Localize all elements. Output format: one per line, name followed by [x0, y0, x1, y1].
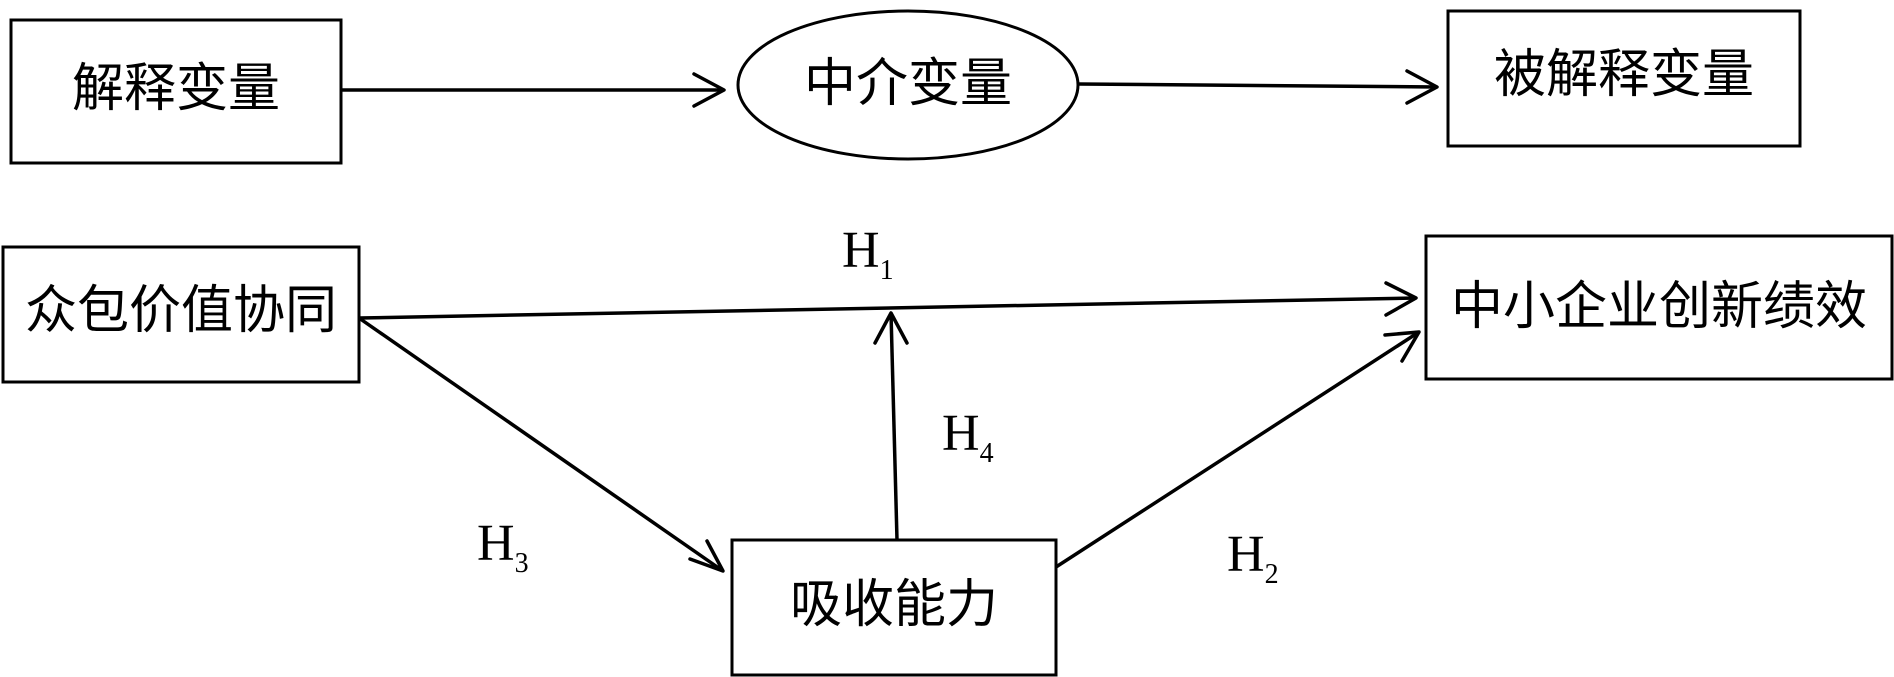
legend-explanatory-label: 解释变量: [72, 59, 280, 119]
legend-arrow-mediator-to-explained: [1077, 69, 1439, 105]
legend-explanatory-box: [9, 18, 343, 165]
mediator-variable-box: [730, 538, 1058, 677]
independent-variable-label: 众包价值协同: [25, 281, 337, 341]
hypothesis-h1-label: H1: [842, 222, 894, 286]
legend-arrow-explanatory-to-mediator: [341, 72, 726, 108]
hypothesis-h3-label: H3: [477, 515, 529, 579]
legend-explained-label: 被解释变量: [1494, 45, 1754, 105]
arrow-h1-direct-effect: [358, 281, 1418, 320]
arrow-h4-mediating-effect: [873, 311, 909, 541]
hypothesis-h4-label: H4: [942, 405, 994, 469]
legend-explained-box: [1446, 9, 1802, 148]
dependent-variable-label: 中小企业创新绩效: [1451, 277, 1867, 337]
arrow-h3-independent-to-mediator: [358, 316, 725, 573]
dependent-variable-box: [1424, 234, 1894, 381]
independent-variable-box: [1, 245, 361, 384]
arrow-h2-mediator-to-dependent: [1055, 330, 1421, 569]
hypothesis-h2-label: H2: [1227, 526, 1279, 590]
legend-mediator-label: 中介变量: [804, 54, 1012, 114]
mediator-variable-label: 吸收能力: [790, 575, 998, 635]
